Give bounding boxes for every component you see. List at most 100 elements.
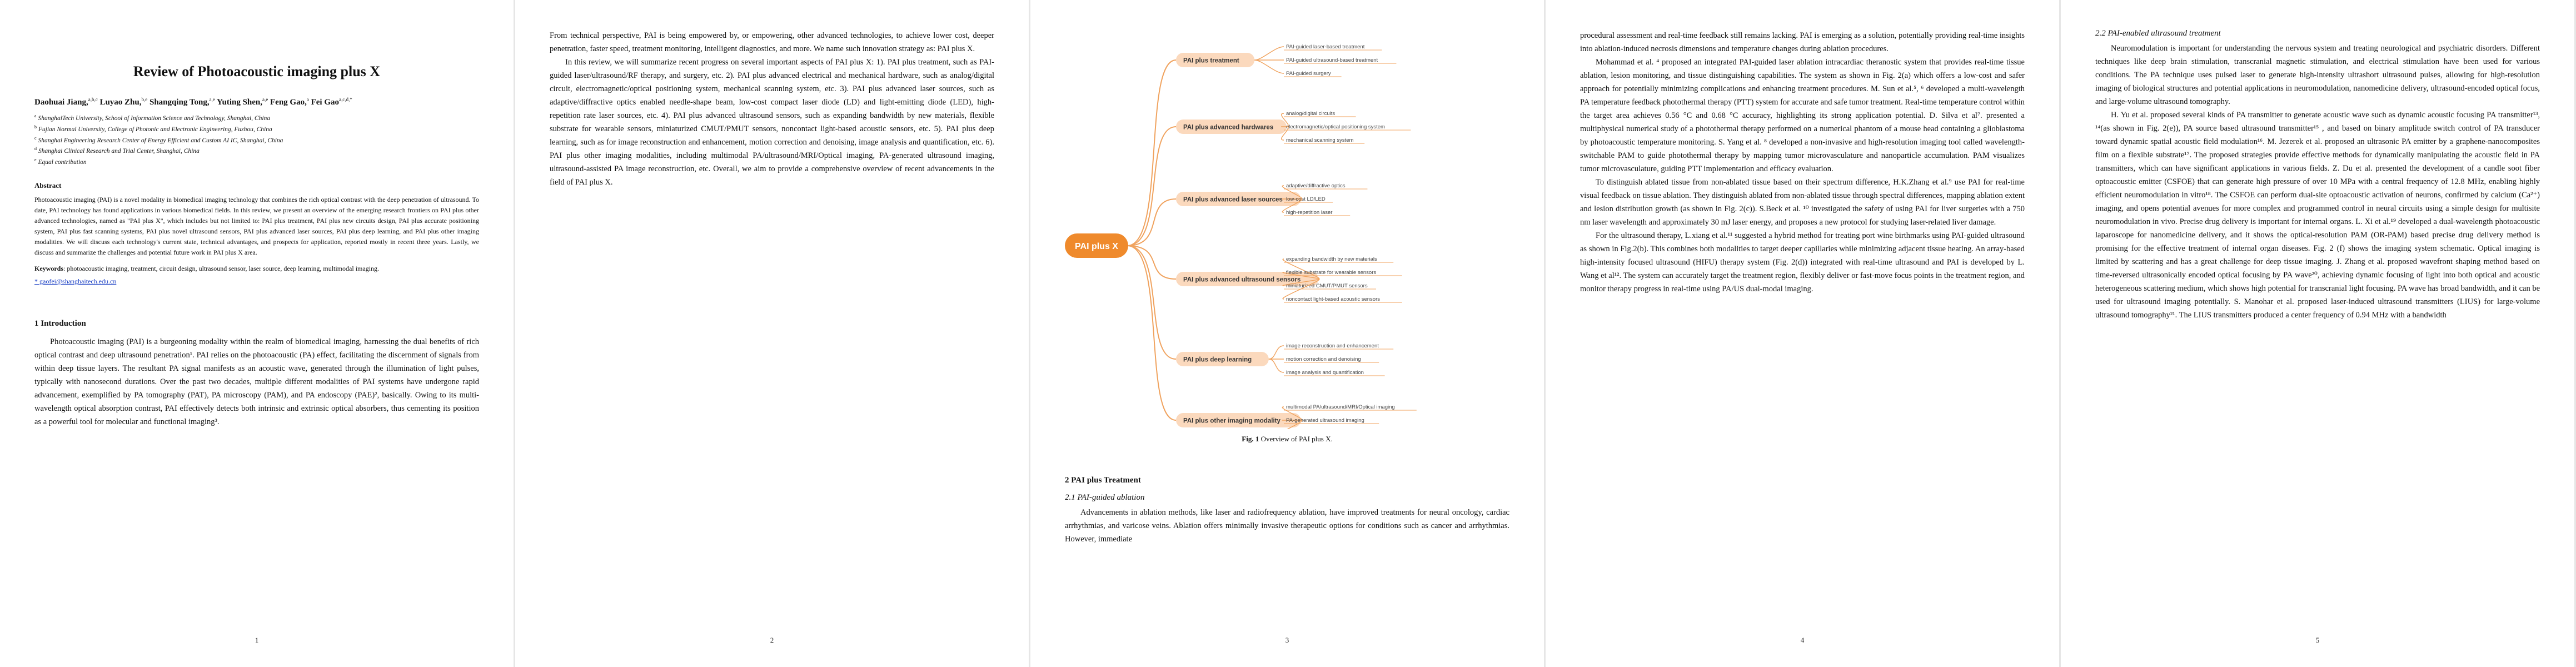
leaf-connector xyxy=(1268,345,1284,360)
leaf-label: noncontact light-based acoustic sensors xyxy=(1286,296,1380,302)
affiliation-text: Shanghai Engineering Research Center of … xyxy=(38,137,283,144)
author-name: Daohuai Jiang, xyxy=(34,98,88,107)
branch-node xyxy=(1176,192,1301,206)
paragraph: H. Yu et al. proposed several kinds of P… xyxy=(2095,111,2540,320)
subsection-heading: 2.1 PAI-guided ablation xyxy=(1065,493,1145,502)
page-5: 2.2 PAI-enabled ultrasound treatment Neu… xyxy=(2061,0,2574,667)
branch-node xyxy=(1176,352,1269,366)
paragraph: Photoacoustic imaging (PAI) is a burgeon… xyxy=(34,337,479,427)
paragraph: In this review, we will summarize recent… xyxy=(550,58,994,187)
leaf-label: high-repetition laser xyxy=(1286,210,1332,216)
connector-line xyxy=(1127,198,1177,246)
leaf-connector xyxy=(1282,258,1320,280)
paragraph: Mohammad et al. ⁴ proposed an integrated… xyxy=(1580,58,2025,173)
affiliation-mark: b xyxy=(34,124,37,130)
section-heading-treatment: 2 PAI plus Treatment xyxy=(1065,476,1141,485)
leaf-label: mechanical scanning system xyxy=(1286,137,1354,143)
page-number: 5 xyxy=(2315,636,2320,644)
leaf-label: multimodal PA/ultrasound/MRI/Optical ima… xyxy=(1286,404,1395,410)
author-affiliation-mark: a,e xyxy=(262,97,268,102)
author-affiliation-mark: a,b,c xyxy=(88,97,98,102)
page-2: From technical perspective, PAI is being… xyxy=(515,0,1029,667)
branch-label: PAI plus advanced ultrasound sensors xyxy=(1183,277,1301,283)
author-name: Luyao Zhu, xyxy=(97,98,142,107)
leaf-label: adaptive/diffractive optics xyxy=(1286,183,1346,189)
author-affiliation-mark: b,e xyxy=(141,97,148,102)
page-5-body: Neuromodulation is important for underst… xyxy=(2095,42,2540,322)
connector-line xyxy=(1127,245,1177,280)
page-number: 1 xyxy=(255,636,259,644)
branch-label: PAI plus advanced laser sources xyxy=(1183,197,1283,203)
leaf-label: PAI-guided surgery xyxy=(1286,71,1331,77)
connector-line xyxy=(1127,126,1177,246)
page-3: PAI plus treatment PAI-guided laser-based… xyxy=(1030,0,1544,667)
affiliation-mark: a xyxy=(34,113,37,118)
paragraph: procedural assessment and real-time feed… xyxy=(1580,31,2025,53)
branch-label: PAI plus deep learning xyxy=(1183,357,1252,364)
abstract-heading: Abstract xyxy=(34,181,62,190)
subsection-heading: 2.2 PAI-enabled ultrasound treatment xyxy=(2095,29,2221,38)
corresponding-email-link[interactable]: * gaofei@shanghaitech.edu.cn xyxy=(34,277,117,286)
mind-map-diagram: PAI plus treatment PAI-guided laser-based… xyxy=(1065,44,1417,437)
page-number: 3 xyxy=(1285,636,1289,644)
branch-node xyxy=(1176,120,1287,134)
page-4: procedural assessment and real-time feed… xyxy=(1546,0,2059,667)
leaf-label: motion correction and denoising xyxy=(1286,356,1361,362)
affiliation-mark: c xyxy=(34,135,37,141)
author-affiliation-mark: a,c,d,* xyxy=(339,97,352,102)
paper-title: Review of Photoacoustic imaging plus X xyxy=(133,63,381,79)
leaf-connector xyxy=(1281,126,1289,141)
keywords-text: : photoacoustic imaging, treatment, circ… xyxy=(63,265,380,273)
page-1: Review of Photoacoustic imaging plus X D… xyxy=(0,0,514,667)
figure-caption: Fig. 1 Overview of PAI plus X. xyxy=(1065,435,1509,444)
branch-node xyxy=(1176,413,1301,427)
author-name: Yuting Shen, xyxy=(215,98,263,107)
affiliation: b Fujian Normal University, College of P… xyxy=(34,123,479,134)
author-affiliation-mark: a,e xyxy=(209,97,215,102)
figure-caption-text: Overview of PAI plus X. xyxy=(1259,435,1333,443)
leaf-label: low-cost LD/LED xyxy=(1286,196,1326,202)
affiliation: e Equal contribution xyxy=(34,156,479,167)
page-4-body: procedural assessment and real-time feed… xyxy=(1580,29,2025,296)
affiliation-list: a ShanghaiTech University, School of Inf… xyxy=(34,112,479,167)
leaf-label: electromagnetic/optical positioning syst… xyxy=(1286,124,1385,130)
branch-node xyxy=(1176,53,1255,67)
branch-label: PAI plus other imaging modality xyxy=(1183,418,1280,425)
leaf-connector xyxy=(1282,278,1320,300)
leaf-connector xyxy=(1282,198,1303,213)
author-list: Daohuai Jiang,a,b,c Luyao Zhu,b,e Shangq… xyxy=(34,97,479,107)
center-node xyxy=(1065,233,1128,258)
leaf-label: PAI-guided laser-based treatment xyxy=(1286,44,1365,50)
affiliation-text: Equal contribution xyxy=(38,159,87,166)
abstract-text: Photoacoustic imaging (PAI) is a novel m… xyxy=(34,196,479,257)
affiliation-text: Fujian Normal University, College of Pho… xyxy=(38,126,272,133)
affiliation: d Shanghai Clinical Research and Trial C… xyxy=(34,145,479,156)
affiliation-text: Shanghai Clinical Research and Trial Cen… xyxy=(38,148,200,155)
page-number: 2 xyxy=(770,636,774,644)
branch-node xyxy=(1176,272,1319,286)
keywords-label: Keywords xyxy=(34,265,63,273)
center-label: PAI plus X xyxy=(1075,242,1118,251)
leaf-connector xyxy=(1254,46,1284,61)
leaf-label: image analysis and quantification xyxy=(1286,370,1364,376)
page-2-body: From technical perspective, PAI is being… xyxy=(550,29,994,189)
leaf-connector xyxy=(1254,59,1284,74)
paragraph: For the ultrasound therapy, L.xiang et a… xyxy=(1580,231,2025,293)
affiliation: a ShanghaiTech University, School of Inf… xyxy=(34,112,479,123)
branch-label: PAI plus treatment xyxy=(1183,58,1239,64)
connector-line xyxy=(1127,245,1177,421)
page-3-body: Advancements in ablation methods, like l… xyxy=(1065,506,1509,546)
leaf-label: PA-generated ultrasound imaging xyxy=(1286,417,1364,424)
affiliation-mark: d xyxy=(34,146,37,152)
section-heading-introduction: 1 Introduction xyxy=(34,319,86,328)
paragraph: To distinguish ablated tissue from non-a… xyxy=(1580,178,2025,227)
author-name: Shangqing Tong, xyxy=(147,98,210,107)
paragraph: Neuromodulation is important for underst… xyxy=(2095,44,2540,106)
author-affiliation-mark: a xyxy=(306,97,309,102)
figure-1: PAI plus treatment PAI-guided laser-based… xyxy=(1065,29,1509,437)
affiliation-mark: e xyxy=(34,157,37,163)
branch-label: PAI plus advanced hardwares xyxy=(1183,125,1273,131)
paragraph: From technical perspective, PAI is being… xyxy=(550,31,994,53)
author-name: Fei Gao xyxy=(308,98,340,107)
